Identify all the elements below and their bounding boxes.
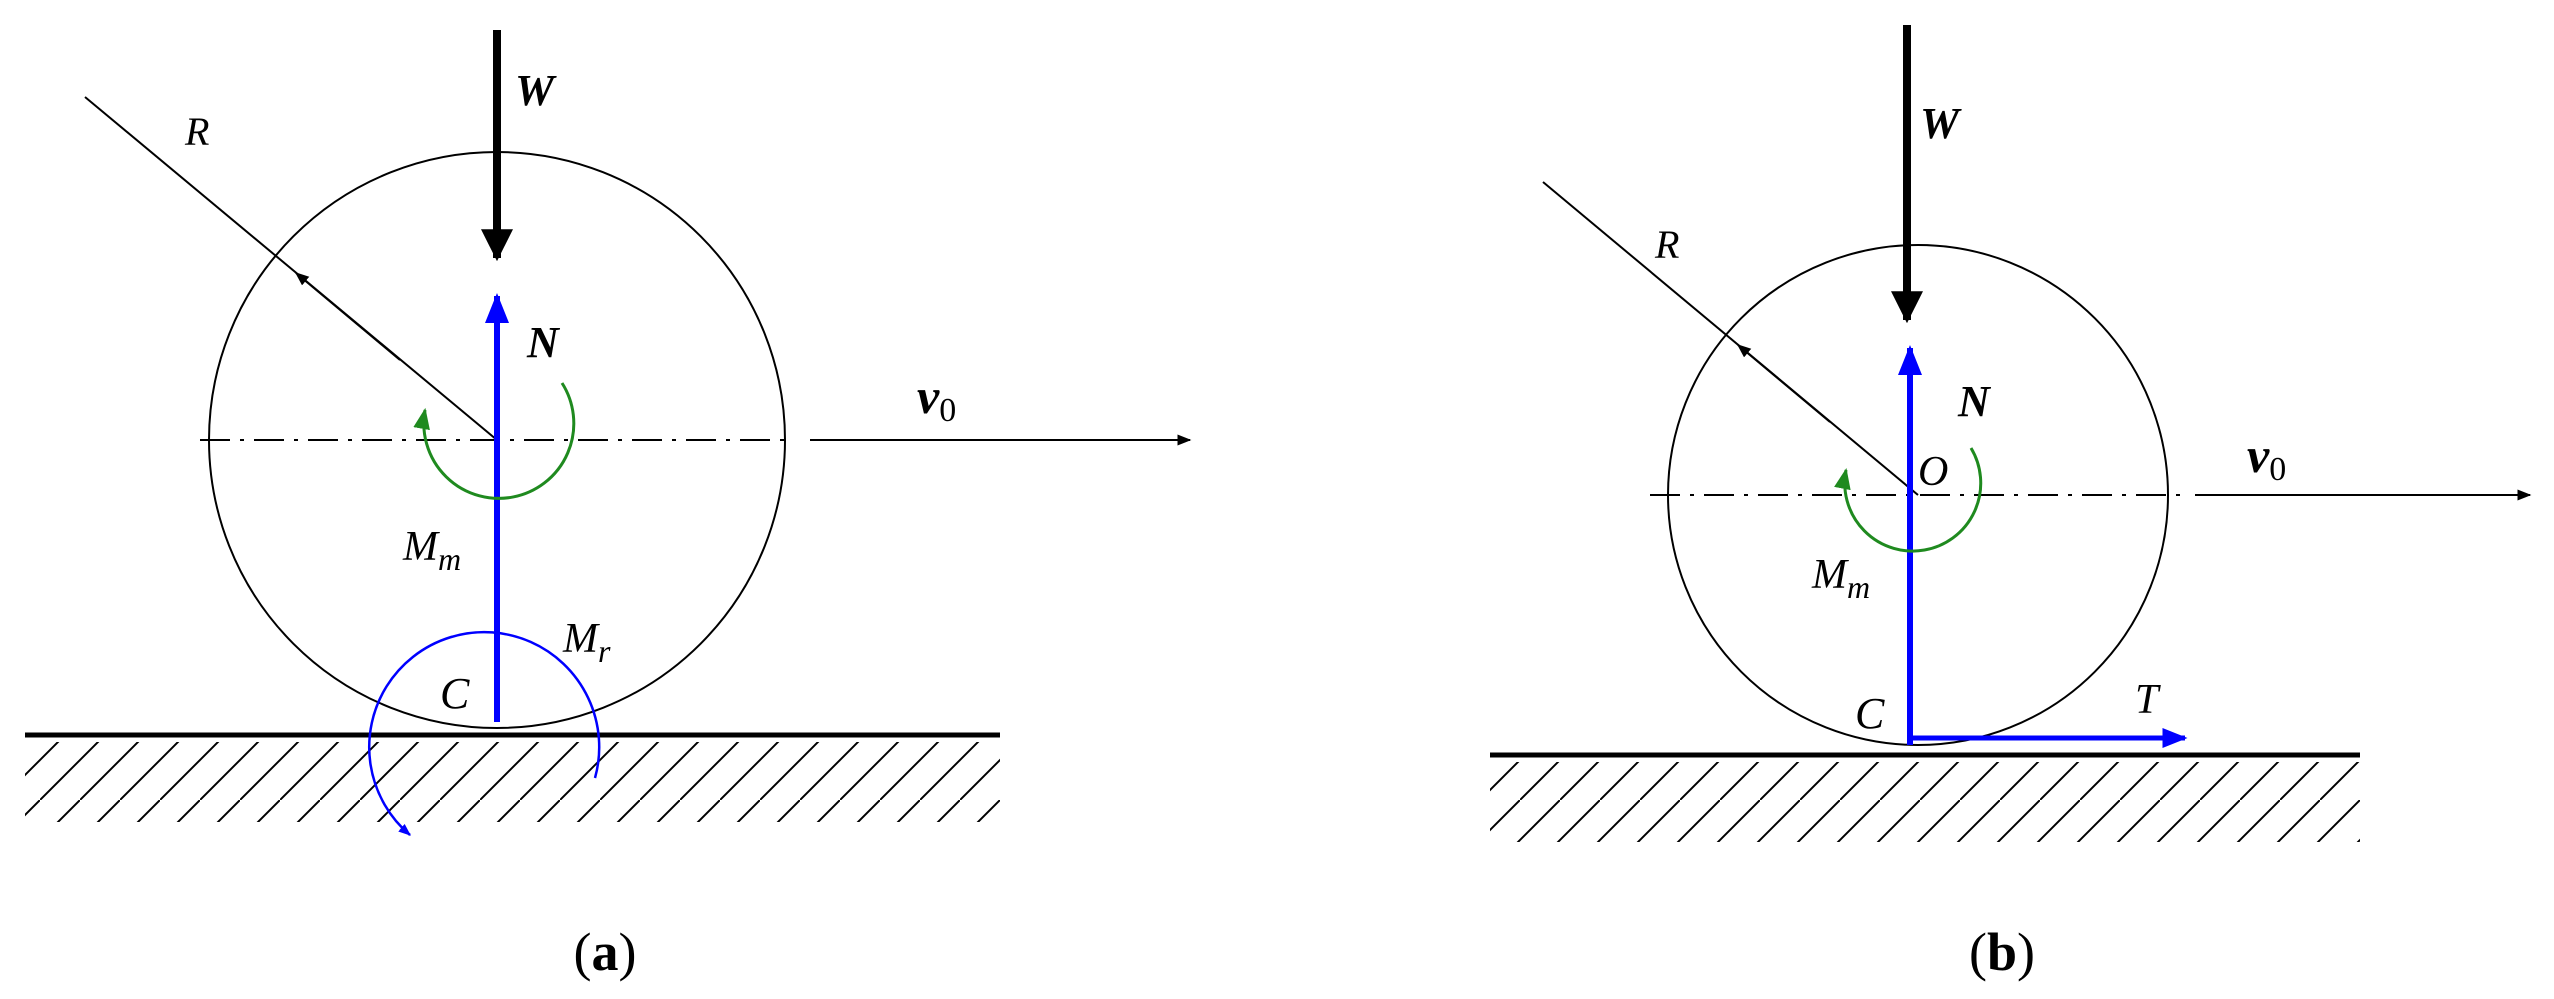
ground-hatch-b [1490, 762, 2360, 842]
radius-label-a: R [184, 109, 209, 154]
velocity-label-a: v0 [917, 368, 956, 429]
weight-label-a: W [515, 66, 557, 115]
radius-line-b [1542, 181, 1919, 496]
radius-label-b: R [1654, 222, 1679, 267]
weight-label-b: W [1920, 99, 1962, 148]
normal-label-b: N [1957, 377, 1992, 426]
rolling-moment-label-a: Mr [562, 616, 611, 669]
panel-b: R W N O v0 Mm C T (b) [1490, 25, 2532, 982]
radius-line-a [84, 96, 498, 441]
motor-moment-label-b: Mm [1811, 552, 1870, 605]
panel-a: R W N v0 Mm Mr C (a) [25, 30, 1192, 982]
contact-label-b: C [1855, 689, 1885, 738]
rolling-moment-arc-a [368, 630, 601, 836]
motor-moment-arc-a [413, 382, 576, 500]
caption-b: (b) [1969, 922, 2035, 982]
motor-moment-label-a: Mm [402, 524, 461, 577]
caption-a: (a) [574, 922, 637, 982]
radius-arrow-b [1736, 344, 1831, 423]
ground-hatch-a [25, 742, 1000, 822]
radius-arrow-a [294, 272, 401, 361]
traction-label-b: T [2135, 677, 2161, 723]
contact-label-a: C [440, 669, 470, 718]
motor-moment-arc-b [1834, 447, 1983, 553]
normal-label-a: N [526, 318, 561, 367]
velocity-label-b: v0 [2247, 427, 2286, 488]
center-label-b: O [1918, 449, 1948, 495]
